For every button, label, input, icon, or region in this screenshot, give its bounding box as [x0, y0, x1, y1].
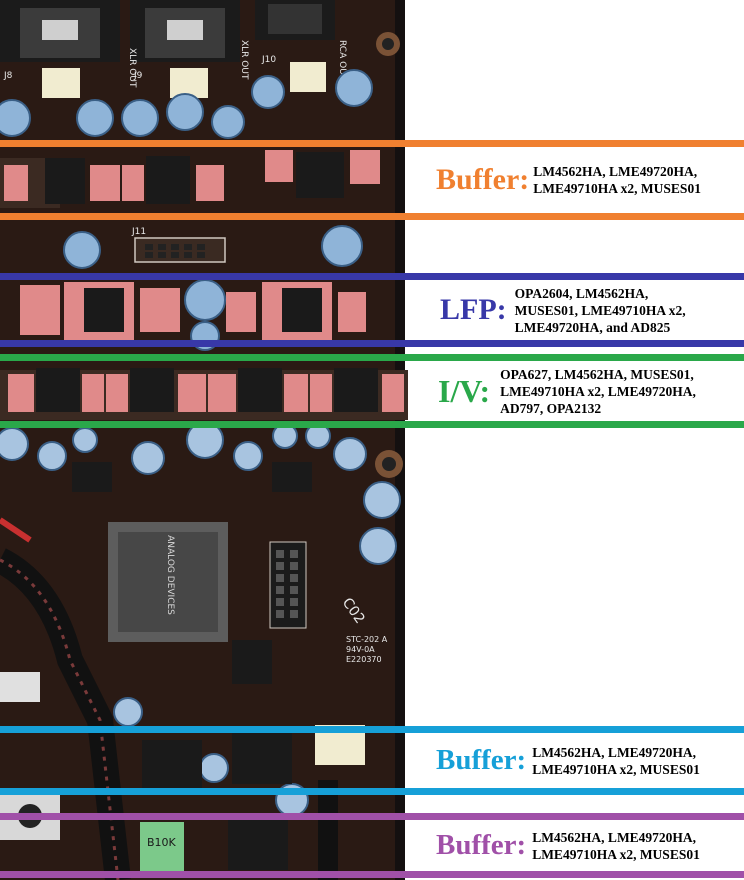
j11-marking: J11 — [131, 227, 146, 237]
iv-section — [0, 368, 408, 420]
parts-line: LME49710HA x2, MUSES01 — [532, 846, 700, 862]
parts-line: AD797, OPA2132 — [500, 400, 602, 416]
parts-list: LM4562HA, LME49720HA, LME49710HA x2, MUS… — [532, 829, 700, 863]
buffer-label-middle: Buffer: LM4562HA, LME49720HA, LME49710HA… — [432, 733, 744, 788]
iv-band-bottom-line — [0, 421, 744, 428]
small-ic — [232, 640, 272, 684]
j9-marking: J9 — [133, 71, 143, 81]
parts-line: LME49720HA, and AD825 — [514, 319, 671, 335]
capacitor-row-top — [0, 69, 373, 139]
buffer3-band-top-line — [0, 813, 744, 820]
parts-line: LM4562HA, LME49720HA, — [532, 829, 697, 845]
capacitor-row-mid — [63, 225, 363, 269]
parts-line: LME49710HA x2, LME49720HA, — [500, 383, 696, 399]
chip-brand-marking: ANALOG DEVICES — [165, 535, 175, 615]
serial-marking: E220370 — [346, 655, 382, 664]
red-wire — [0, 517, 32, 543]
buffer-label-top: Buffer: LM4562HA, LME49720HA, LME49710HA… — [432, 147, 744, 213]
j11-pins — [145, 244, 205, 258]
parts-line: OPA2604, LM4562HA, — [514, 285, 649, 301]
board-edge — [395, 0, 405, 880]
rca-connector — [255, 0, 335, 40]
buffer3-band-bottom-line — [0, 871, 744, 878]
section-title: Buffer: — [436, 163, 530, 196]
parts-line: LME49710HA x2, MUSES01 — [533, 181, 701, 196]
capacitor-row-iv — [0, 421, 401, 565]
small-ic — [72, 462, 112, 492]
cable-braid — [0, 558, 120, 880]
buffer2-band-bottom-line — [0, 788, 744, 795]
j8-marking: J8 — [3, 71, 13, 81]
iv-band-top-line — [0, 354, 744, 361]
rev-marking: STC-202 A — [346, 635, 388, 644]
relay — [290, 62, 326, 92]
xlr-connector-1 — [0, 0, 120, 62]
lower-connector — [318, 780, 338, 880]
lfp-band-top-line — [0, 273, 744, 280]
parts-line: LM4562HA, LME49720HA, — [532, 744, 697, 760]
buffer-ic-lower — [142, 740, 202, 790]
section-title: I/V: — [438, 372, 491, 409]
relay — [42, 68, 80, 98]
xlr-connector-2 — [130, 0, 240, 62]
parts-line: MUSES01, LME49710HA x2, — [514, 302, 686, 318]
parts-line: OPA627, LM4562HA, MUSES01, — [500, 366, 694, 382]
parts-list: LM4562HA, LME49720HA, LME49710HA x2, MUS… — [533, 163, 701, 197]
rca-out-marking: RCA OUT — [337, 40, 347, 81]
b10k-marking: B10K — [147, 836, 177, 849]
xlr-out-marking: XLR OUT — [127, 48, 137, 88]
pin-header — [269, 541, 307, 629]
analog-devices-chip: ANALOG DEVICES — [108, 522, 228, 642]
pin-header-pins — [276, 550, 298, 618]
buffer-ic-bottom — [228, 820, 288, 870]
parts-list: OPA627, LM4562HA, MUSES01, LME49710HA x2… — [500, 366, 696, 417]
section-title: Buffer: — [436, 829, 527, 861]
lfp-band-bottom-line — [0, 340, 744, 347]
section-title: Buffer: — [436, 744, 527, 776]
parts-list: OPA2604, LM4562HA, MUSES01, LME49710HA x… — [515, 285, 686, 336]
buffer-band-bottom-line — [0, 213, 744, 220]
sticker — [0, 672, 40, 702]
small-ic — [272, 462, 312, 492]
lfp-label: LFP: OPA2604, LM4562HA, MUSES01, LME4971… — [432, 280, 744, 340]
potentiometer — [140, 822, 184, 878]
section-title: LFP: — [440, 293, 507, 326]
relay — [170, 68, 208, 98]
iv-label: I/V: OPA627, LM4562HA, MUSES01, LME49710… — [432, 361, 744, 421]
buffer-label-bottom: Buffer: LM4562HA, LME49720HA, LME49710HA… — [432, 820, 744, 871]
pcb-photo: XLR OUT XLR OUT RCA OUT J8 J9 J10 — [0, 0, 432, 880]
parts-list: LM4562HA, LME49720HA, LME49710HA x2, MUS… — [532, 744, 700, 778]
j10-marking: J10 — [261, 55, 276, 65]
buffer-section-top — [0, 150, 380, 208]
parts-line: LME49710HA x2, MUSES01 — [532, 761, 700, 777]
lfp-section — [20, 279, 366, 351]
buffer-band-top-line — [0, 140, 744, 147]
buffer-ic-lower-2 — [232, 730, 292, 784]
board-id-marking: 94V-0A — [346, 645, 375, 654]
xlr-out-marking-2: XLR OUT — [239, 40, 249, 80]
parts-line: LM4562HA, LME49720HA, — [533, 164, 698, 179]
buffer2-band-top-line — [0, 726, 744, 733]
